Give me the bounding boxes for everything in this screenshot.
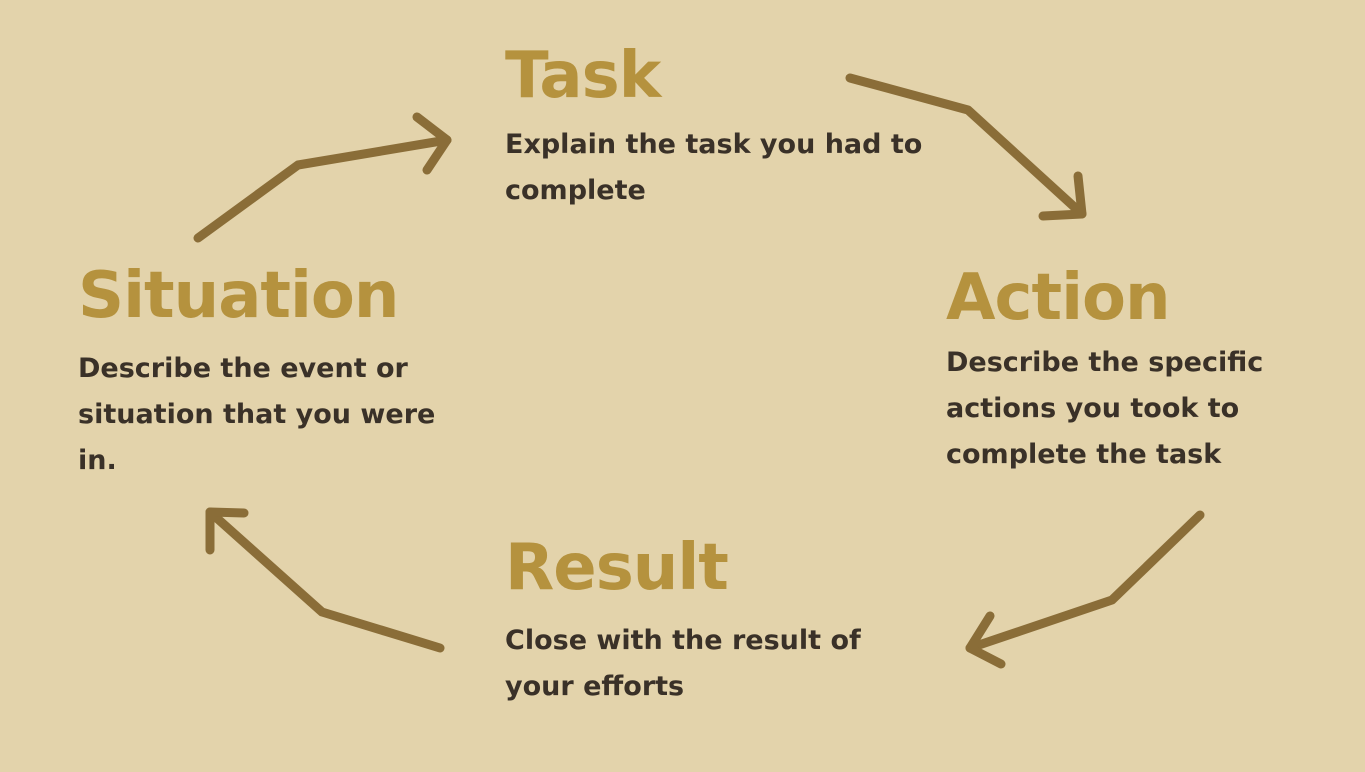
result-description: Close with the result of your efforts <box>505 625 861 702</box>
situation-description: Describe the event or situation that you… <box>78 353 436 476</box>
arrow-result-to-situation <box>205 507 445 653</box>
result-block: Result Close with the result of your eff… <box>505 532 935 710</box>
arrow-action-to-result-head <box>965 611 1006 669</box>
arrow-situation-to-task-line <box>193 135 452 243</box>
arrow-result-to-situation-head <box>205 507 249 555</box>
task-block: Task Explain the task you had to complet… <box>505 40 935 214</box>
situation-block: Situation Describe the event or situatio… <box>78 260 478 484</box>
action-description: Describe the specific actions you took t… <box>946 347 1264 470</box>
arrow-result-to-situation-line <box>205 507 445 653</box>
arrow-task-to-action-line <box>845 73 1087 219</box>
arrow-task-to-action-head <box>1038 171 1087 221</box>
situation-heading: Situation <box>78 259 399 333</box>
action-heading: Action <box>946 261 1171 335</box>
arrow-situation-to-task <box>193 112 452 243</box>
arrow-action-to-result-line <box>965 510 1205 653</box>
arrow-task-to-action <box>845 73 1087 221</box>
result-heading: Result <box>505 531 729 605</box>
arrow-action-to-result <box>965 510 1205 669</box>
arrow-situation-to-task-head <box>412 112 452 175</box>
task-heading: Task <box>505 39 661 113</box>
task-description: Explain the task you had to complete <box>505 129 923 206</box>
action-block: Action Describe the specific actions you… <box>946 262 1346 478</box>
